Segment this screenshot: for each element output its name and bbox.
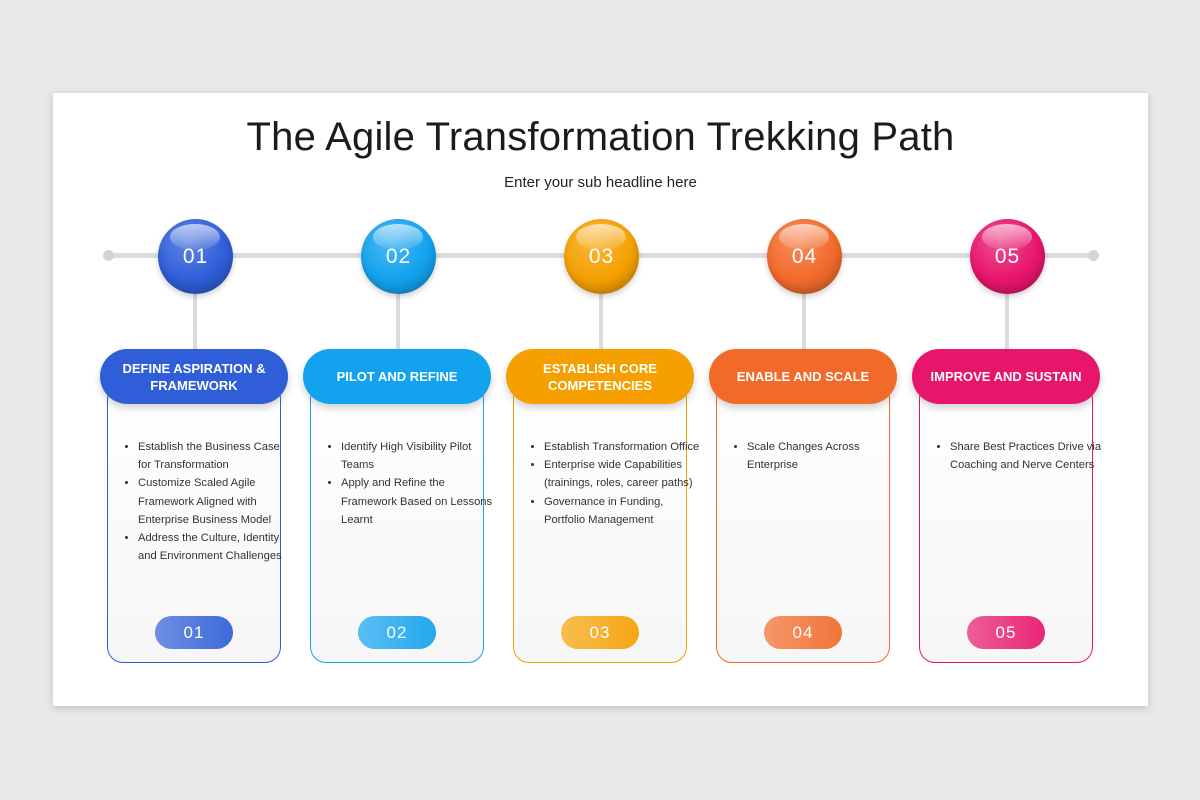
timeline-end-dot bbox=[1088, 250, 1099, 261]
step-heading: PILOT AND REFINE bbox=[303, 349, 491, 404]
bullet-item: Apply and Refine the Framework Based on … bbox=[341, 474, 497, 529]
step-heading: DEFINE ASPIRATION & FRAMEWORK bbox=[100, 349, 288, 404]
step-footer-number: 03 bbox=[561, 616, 639, 649]
step-04: 04 ENABLE AND SCALE Scale Changes Across… bbox=[709, 93, 899, 706]
step-01: 01 DEFINE ASPIRATION & FRAMEWORK Establi… bbox=[100, 93, 290, 706]
step-connector bbox=[599, 294, 603, 349]
step-bullets: Identify High Visibility Pilot TeamsAppl… bbox=[319, 438, 497, 529]
step-connector bbox=[802, 294, 806, 349]
bullet-item: Scale Changes Across Enterprise bbox=[747, 438, 903, 474]
slide: The Agile Transformation Trekking Path E… bbox=[53, 93, 1148, 706]
slide-subtitle: Enter your sub headline here bbox=[504, 174, 697, 191]
step-footer-number: 02 bbox=[358, 616, 436, 649]
step-number: 01 bbox=[182, 244, 209, 268]
bullet-item: Customize Scaled Agile Framework Aligned… bbox=[138, 474, 294, 529]
step-number: 04 bbox=[791, 244, 818, 268]
step-footer-number: 05 bbox=[967, 616, 1045, 649]
step-bullets: Share Best Practices Drive via Coaching … bbox=[928, 438, 1106, 474]
step-bullets: Establish the Business Case for Transfor… bbox=[116, 438, 294, 565]
bullet-item: Address the Culture, Identity and Enviro… bbox=[138, 529, 294, 565]
step-02: 02 PILOT AND REFINE Identify High Visibi… bbox=[303, 93, 493, 706]
bullet-item: Establish Transformation Office bbox=[544, 438, 700, 456]
step-connector bbox=[1005, 294, 1009, 349]
step-number: 02 bbox=[385, 244, 412, 268]
step-05: 05 IMPROVE AND SUSTAIN Share Best Practi… bbox=[912, 93, 1102, 706]
step-number-circle: 05 bbox=[970, 219, 1045, 294]
timeline-start-dot bbox=[103, 250, 114, 261]
step-footer-number: 01 bbox=[155, 616, 233, 649]
step-heading: ENABLE AND SCALE bbox=[709, 349, 897, 404]
step-number-circle: 03 bbox=[564, 219, 639, 294]
bullet-item: Governance in Funding, Portfolio Managem… bbox=[544, 493, 700, 529]
bullet-item: Enterprise wide Capabilities (trainings,… bbox=[544, 456, 700, 492]
step-footer-number: 04 bbox=[764, 616, 842, 649]
step-number: 05 bbox=[994, 244, 1021, 268]
step-number-circle: 04 bbox=[767, 219, 842, 294]
step-heading: ESTABLISH CORE COMPETENCIES bbox=[506, 349, 694, 404]
step-connector bbox=[193, 294, 197, 349]
bullet-item: Share Best Practices Drive via Coaching … bbox=[950, 438, 1106, 474]
step-number-circle: 02 bbox=[361, 219, 436, 294]
step-connector bbox=[396, 294, 400, 349]
step-03: 03 ESTABLISH CORE COMPETENCIES Establish… bbox=[506, 93, 699, 706]
bullet-item: Establish the Business Case for Transfor… bbox=[138, 438, 294, 474]
step-heading: IMPROVE AND SUSTAIN bbox=[912, 349, 1100, 404]
step-number: 03 bbox=[588, 244, 615, 268]
step-bullets: Establish Transformation OfficeEnterpris… bbox=[522, 438, 700, 529]
step-number-circle: 01 bbox=[158, 219, 233, 294]
step-bullets: Scale Changes Across Enterprise bbox=[725, 438, 903, 474]
slide-title: The Agile Transformation Trekking Path bbox=[246, 115, 955, 159]
bullet-item: Identify High Visibility Pilot Teams bbox=[341, 438, 497, 474]
